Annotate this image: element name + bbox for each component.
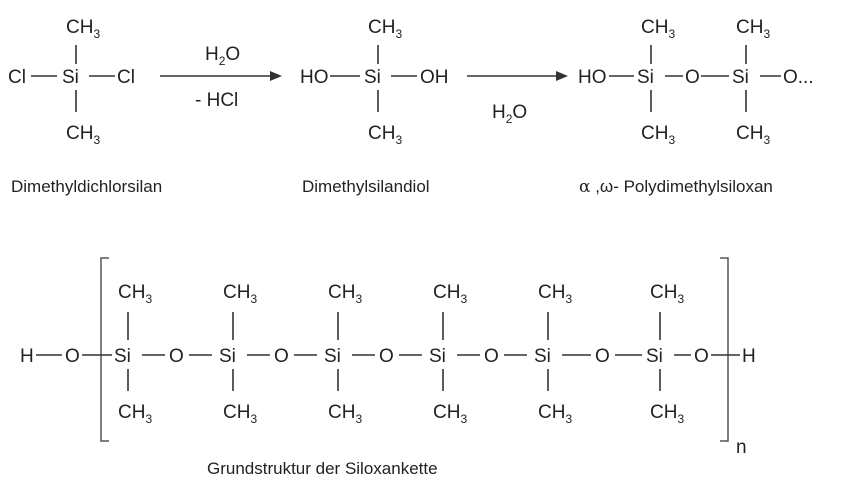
silicon-atom: Si: [114, 346, 131, 367]
caption-dimethylsilandiol: Dimethylsilandiol: [302, 177, 430, 196]
oxygen-continuation: O...: [783, 67, 814, 88]
arrow-head: [270, 71, 282, 81]
methyl-top-2: CH3: [368, 17, 402, 41]
oxygen-atom: O: [685, 67, 700, 88]
polysiloxan-name: Polydimethylsiloxan: [619, 177, 773, 196]
methyl-top-3b: CH3: [736, 17, 770, 41]
silicon-atom: Si: [219, 346, 236, 367]
oxygen-atom: O: [595, 346, 610, 367]
caption-dimethyldichlorsilan: Dimethyldichlorsilan: [11, 177, 162, 196]
methyl-top-1: CH3: [66, 17, 100, 41]
alpha-symbol: α: [579, 177, 591, 197]
silicon-atom: Si: [364, 67, 381, 88]
methyl-top: CH3: [538, 282, 572, 306]
chain-unit-2: CH3 Si CH3 O: [219, 282, 317, 426]
methyl-bottom: CH3: [650, 402, 684, 426]
methyl-bottom-3a: CH3: [641, 123, 675, 147]
omega-prefix: ,ω-: [590, 177, 618, 196]
chain-unit-3: CH3 Si CH3 O: [324, 282, 422, 426]
terminal-hydrogen-left: H: [20, 346, 34, 367]
molecule-dimethyldichlorsilan: CH3 Cl Si Cl CH3: [8, 17, 135, 147]
terminal-hydrogen-right: H: [742, 346, 756, 367]
hydroxyl-left: HO: [578, 67, 607, 88]
methyl-top: CH3: [223, 282, 257, 306]
oxygen-atom: O: [694, 346, 709, 367]
methyl-top: CH3: [118, 282, 152, 306]
oxygen-atom: O: [484, 346, 499, 367]
methyl-bottom: CH3: [118, 402, 152, 426]
siloxane-chain: n H O CH3 Si CH3 O CH3 Si CH3 O: [20, 257, 756, 458]
methyl-bottom-1: CH3: [66, 123, 100, 147]
hcl-below-arrow-1: - HCl: [195, 90, 238, 111]
silicon-atom: Si: [637, 67, 654, 88]
silicon-atom: Si: [429, 346, 446, 367]
methyl-bottom: CH3: [433, 402, 467, 426]
reaction-arrow-2: H2O: [467, 71, 568, 126]
chlorine-left: Cl: [8, 67, 26, 88]
chain-unit-1: CH3 Si CH3 O: [114, 282, 212, 426]
silicon-atom: Si: [646, 346, 663, 367]
methyl-bottom: CH3: [328, 402, 362, 426]
caption-siloxane-chain: Grundstruktur der Siloxankette: [207, 459, 438, 478]
oxygen-atom: O: [169, 346, 184, 367]
chlorine-right: Cl: [117, 67, 135, 88]
repeat-index-n: n: [736, 437, 747, 458]
water-above-arrow-1: H2O: [205, 44, 240, 68]
silicon-atom: Si: [324, 346, 341, 367]
water-below-arrow-2: H2O: [492, 102, 527, 126]
chain-unit-6: CH3 Si CH3 O: [646, 282, 709, 426]
silicon-atom: Si: [732, 67, 749, 88]
methyl-top: CH3: [650, 282, 684, 306]
methyl-bottom-3b: CH3: [736, 123, 770, 147]
oxygen-atom: O: [274, 346, 289, 367]
right-bracket: [720, 257, 729, 442]
chain-unit-4: CH3 Si CH3 O: [429, 282, 527, 426]
hydroxyl-right: OH: [420, 67, 449, 88]
oxygen-atom: O: [379, 346, 394, 367]
chain-unit-5: CH3 Si CH3 O: [534, 282, 642, 426]
molecule-dimethylsilandiol: CH3 HO Si OH CH3: [300, 17, 449, 147]
molecule-polydimethylsiloxan: CH3 CH3 HO Si O Si O... CH3 CH3: [578, 17, 814, 147]
methyl-top-3a: CH3: [641, 17, 675, 41]
silicon-atom: Si: [62, 67, 79, 88]
caption-polydimethylsiloxan: α ,ω- Polydimethylsiloxan: [579, 177, 773, 197]
arrow-head: [556, 71, 568, 81]
left-bracket: [100, 257, 109, 442]
reaction-arrow-1: H2O - HCl: [160, 44, 282, 111]
terminal-oxygen-left: O: [65, 346, 80, 367]
methyl-bottom: CH3: [538, 402, 572, 426]
methyl-bottom-2: CH3: [368, 123, 402, 147]
methyl-top: CH3: [328, 282, 362, 306]
hydroxyl-left: HO: [300, 67, 329, 88]
methyl-top: CH3: [433, 282, 467, 306]
silicon-atom: Si: [534, 346, 551, 367]
methyl-bottom: CH3: [223, 402, 257, 426]
